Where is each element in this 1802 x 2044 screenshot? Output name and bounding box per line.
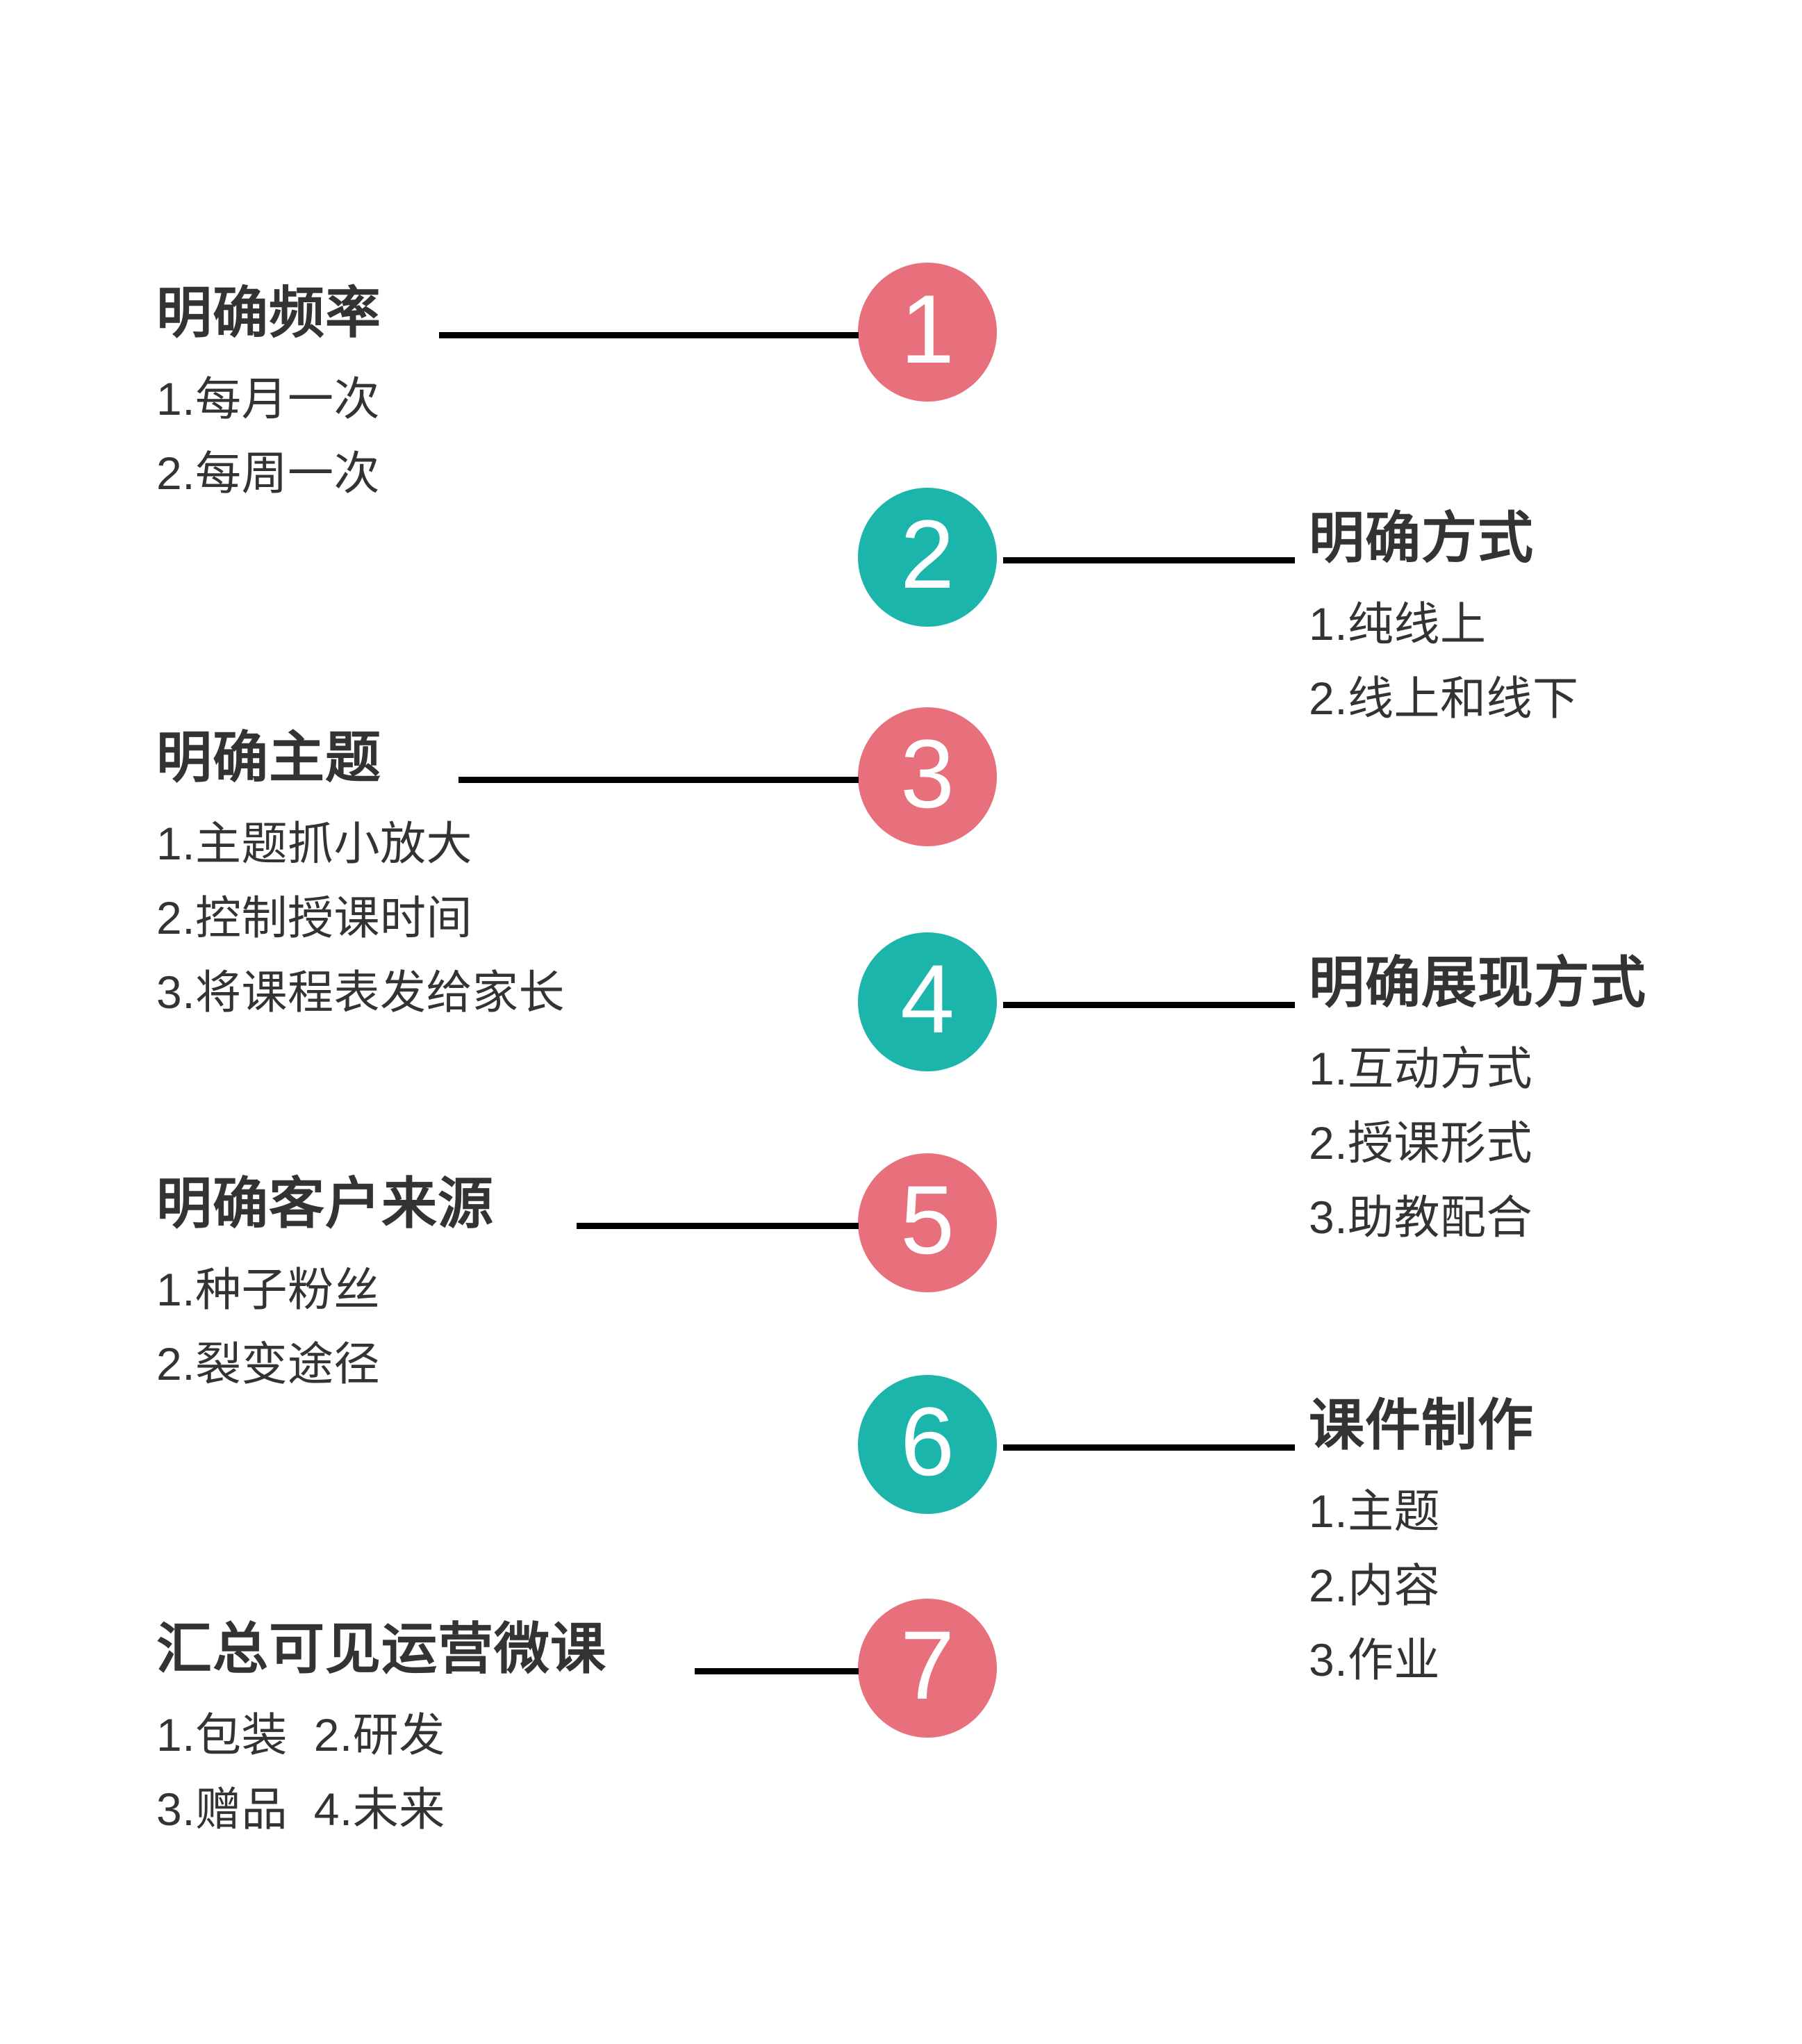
step-block-2: 明确方式 1.纯线上 2.线上和线下: [1309, 511, 1802, 736]
connector-line-5: [577, 1223, 859, 1229]
step-block-3: 明确主题 1.主题抓小放大 2.控制授课时间 3.将课程表发给家长: [156, 730, 782, 1030]
bullet-item: 3.助教配合: [1309, 1191, 1533, 1243]
step-number-5: 5: [900, 1165, 954, 1274]
step-heading-5: 明确客户来源: [156, 1173, 494, 1235]
step-marker-7[interactable]: 7: [858, 1599, 997, 1738]
bullet-item: 2.裂变途径: [156, 1337, 381, 1390]
connector-line-1: [439, 332, 859, 338]
step-bullets-6: 1.主题 2.内容 3.作业: [1309, 1474, 1802, 1697]
step-bullets-3: 1.主题抓小放大 2.控制授课时间 3.将课程表发给家长: [156, 807, 782, 1030]
step-bullets-5: 1.种子粉丝 2.裂变途径: [156, 1253, 782, 1401]
connector-line-7: [695, 1668, 859, 1674]
bullet-item: 3.赠品 4.未来: [156, 1783, 445, 1835]
step-heading-2: 明确方式: [1309, 507, 1534, 569]
step-marker-1[interactable]: 1: [858, 263, 997, 402]
step-block-1: 明确频率 1.每月一次 2.每周一次: [156, 286, 726, 511]
step-marker-4[interactable]: 4: [858, 932, 997, 1071]
step-heading-4: 明确展现方式: [1309, 952, 1646, 1014]
step-number-7: 7: [900, 1610, 954, 1720]
bullet-item: 2.线上和线下: [1309, 672, 1579, 724]
step-heading-6: 课件制作: [1309, 1394, 1534, 1456]
step-number-3: 3: [900, 719, 954, 828]
step-block-4: 明确展现方式 1.互动方式 2.授课形式 3.助教配合: [1309, 955, 1802, 1255]
bullet-item: 3.将课程表发给家长: [156, 966, 565, 1018]
bullet-item: 2.授课形式: [1309, 1116, 1533, 1169]
step-number-6: 6: [900, 1387, 954, 1496]
connector-line-6: [1003, 1444, 1295, 1451]
bullet-item: 1.主题抓小放大: [156, 818, 473, 869]
step-marker-6[interactable]: 6: [858, 1375, 997, 1514]
bullet-item: 3.作业: [1309, 1633, 1441, 1686]
step-number-4: 4: [900, 944, 954, 1053]
connector-line-2: [1003, 557, 1295, 563]
bullet-item: 2.控制授课时间: [156, 891, 473, 943]
bullet-item: 2.内容: [1309, 1559, 1441, 1611]
step-number-1: 1: [900, 274, 954, 384]
step-marker-2[interactable]: 2: [858, 488, 997, 627]
step-bullets-1: 1.每月一次 2.每周一次: [156, 362, 726, 511]
step-number-2: 2: [900, 500, 954, 609]
step-heading-3: 明确主题: [156, 727, 381, 789]
step-block-5: 明确客户来源 1.种子粉丝 2.裂变途径: [156, 1176, 782, 1401]
bullet-item: 1.每月一次: [156, 373, 381, 425]
step-bullets-4: 1.互动方式 2.授课形式 3.助教配合: [1309, 1032, 1802, 1255]
step-marker-5[interactable]: 5: [858, 1153, 997, 1292]
bullet-item: 1.主题: [1309, 1485, 1441, 1537]
bullet-item: 1.包装 2.研发: [156, 1709, 445, 1761]
step-heading-1: 明确频率: [156, 282, 381, 344]
connector-line-3: [458, 777, 859, 783]
step-marker-3[interactable]: 3: [858, 707, 997, 846]
step-block-7: 汇总可见运营微课 1.包装 2.研发 3.赠品 4.未来: [156, 1622, 837, 1847]
step-bullets-2: 1.纯线上 2.线上和线下: [1309, 587, 1802, 736]
bullet-item: 2.每周一次: [156, 447, 381, 499]
step-heading-7: 汇总可见运营微课: [156, 1618, 606, 1680]
bullet-item: 1.种子粉丝: [156, 1264, 381, 1315]
connector-line-4: [1003, 1002, 1295, 1008]
step-block-6: 课件制作 1.主题 2.内容 3.作业: [1309, 1398, 1802, 1697]
bullet-item: 1.纯线上: [1309, 598, 1487, 650]
step-bullets-7: 1.包装 2.研发 3.赠品 4.未来: [156, 1698, 837, 1847]
bullet-item: 1.互动方式: [1309, 1043, 1533, 1094]
